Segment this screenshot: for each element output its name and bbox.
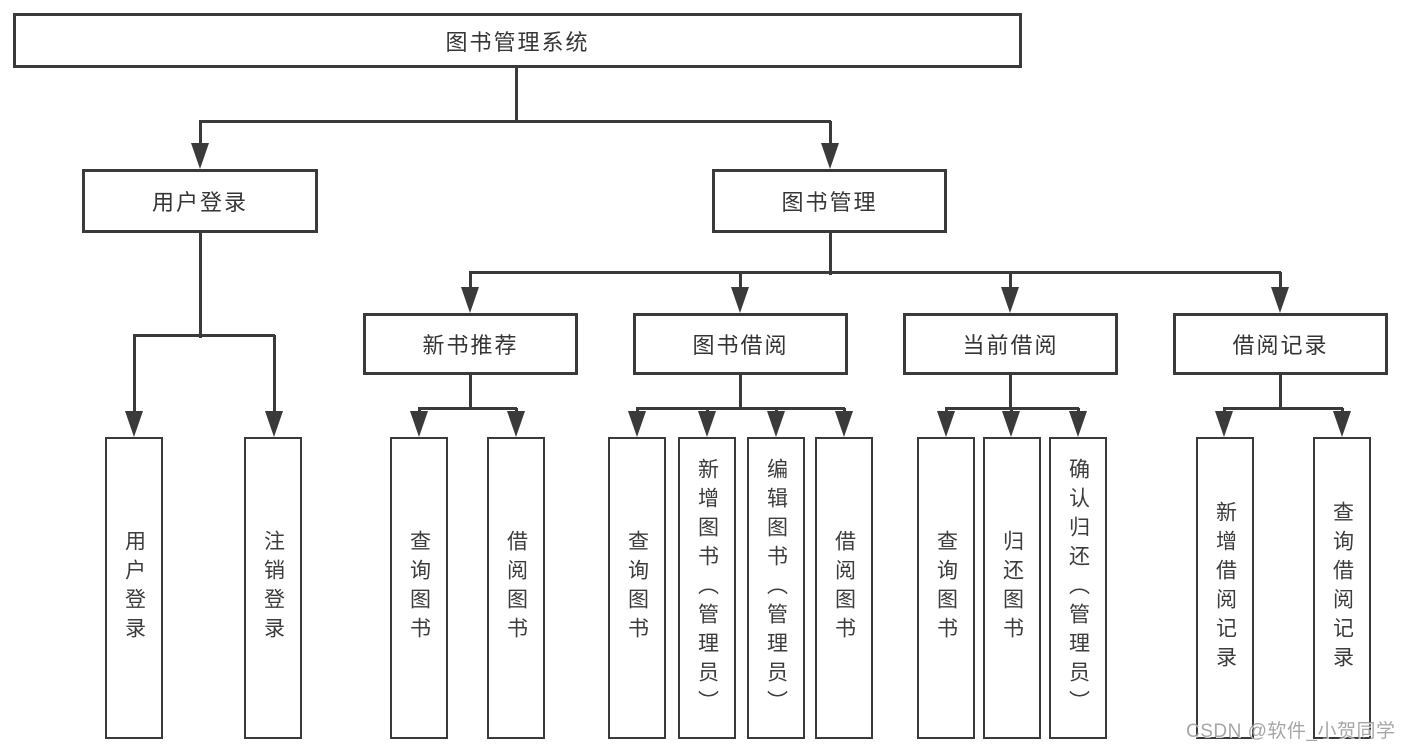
leaf-user-login: 用户登录 bbox=[105, 437, 163, 739]
connector-vline bbox=[514, 408, 518, 413]
node-label: 图书借阅 bbox=[692, 333, 789, 358]
leaf-label: 查询图书 bbox=[407, 530, 431, 646]
connector-vline bbox=[828, 233, 832, 275]
arrow-down-icon bbox=[1333, 411, 1351, 437]
connector-vline bbox=[1009, 408, 1013, 413]
connector-vline bbox=[635, 408, 639, 413]
leaf-borrow-books-borrowing: 借阅图书 bbox=[815, 437, 873, 739]
arrow-down-icon bbox=[461, 287, 479, 313]
csdn-watermark: CSDN @软件_小贺同学 bbox=[1186, 721, 1396, 742]
connector-vline bbox=[1008, 374, 1012, 410]
leaf-logout: 注销登录 bbox=[244, 437, 302, 739]
connector-hline bbox=[945, 406, 1079, 410]
leaf-add-books-admin: 新增图书（管理员） bbox=[678, 437, 736, 739]
node-label: 图书管理系统 bbox=[445, 29, 590, 55]
leaf-edit-books-admin: 编辑图书（管理员） bbox=[747, 437, 805, 739]
arrow-down-icon bbox=[265, 411, 283, 437]
leaf-label: 查询图书 bbox=[934, 530, 958, 646]
connector-hline bbox=[636, 406, 845, 410]
leaf-query-books-borrowing: 查询图书 bbox=[608, 437, 666, 739]
arrow-down-icon bbox=[507, 411, 525, 437]
connector-hline bbox=[469, 270, 1281, 274]
leaf-query-books-current: 查询图书 bbox=[917, 437, 975, 739]
arrow-down-icon bbox=[731, 287, 749, 313]
leaf-label: 注销登录 bbox=[261, 530, 285, 646]
node-borrowing-records: 借阅记录 bbox=[1173, 313, 1388, 375]
connector-vline bbox=[828, 121, 832, 145]
connector-hline bbox=[1223, 406, 1343, 410]
connector-hline bbox=[199, 119, 831, 123]
leaf-label: 新增借阅记录 bbox=[1213, 501, 1237, 675]
arrow-down-icon bbox=[125, 411, 143, 437]
connector-hline bbox=[133, 333, 275, 337]
connector-vline bbox=[1222, 408, 1226, 413]
connector-vline bbox=[738, 374, 742, 410]
connector-vline bbox=[468, 272, 472, 289]
connector-hline bbox=[418, 406, 517, 410]
node-user-login: 用户登录 bbox=[82, 169, 318, 233]
connector-vline bbox=[272, 335, 276, 413]
arrow-down-icon bbox=[835, 411, 853, 437]
arrow-down-icon bbox=[191, 143, 209, 169]
leaf-label: 查询借阅记录 bbox=[1330, 501, 1354, 675]
arrow-down-icon bbox=[821, 143, 839, 169]
connector-vline bbox=[198, 121, 202, 145]
arrow-down-icon bbox=[1069, 411, 1087, 437]
node-book-management: 图书管理 bbox=[712, 169, 947, 233]
leaf-label: 归还图书 bbox=[1000, 530, 1024, 646]
connector-vline bbox=[198, 233, 202, 338]
connector-vline bbox=[705, 408, 709, 413]
node-label: 用户登录 bbox=[151, 190, 248, 215]
leaf-borrow-books-recommend: 借阅图书 bbox=[487, 437, 545, 739]
connector-vline bbox=[417, 408, 421, 413]
node-library-management-system: 图书管理系统 bbox=[13, 13, 1022, 68]
arrow-down-icon bbox=[1215, 411, 1233, 437]
arrow-down-icon bbox=[410, 411, 428, 437]
arrow-down-icon bbox=[937, 411, 955, 437]
leaf-label: 借阅图书 bbox=[832, 530, 856, 646]
node-label: 当前借阅 bbox=[962, 333, 1059, 358]
node-label: 新书推荐 bbox=[422, 333, 519, 358]
leaf-confirm-return-admin: 确认归还（管理员） bbox=[1049, 437, 1107, 739]
arrow-down-icon bbox=[1002, 411, 1020, 437]
leaf-label: 用户登录 bbox=[122, 530, 146, 646]
leaf-label: 查询图书 bbox=[625, 530, 649, 646]
connector-vline bbox=[1340, 408, 1344, 413]
connector-vline bbox=[1278, 374, 1282, 410]
node-new-book-recommendation: 新书推荐 bbox=[363, 313, 578, 375]
leaf-add-borrow-record: 新增借阅记录 bbox=[1196, 437, 1254, 739]
node-current-borrowing: 当前借阅 bbox=[903, 313, 1118, 375]
node-book-borrowing: 图书借阅 bbox=[633, 313, 848, 375]
arrow-down-icon bbox=[628, 411, 646, 437]
arrow-down-icon bbox=[767, 411, 785, 437]
connector-vline bbox=[738, 272, 742, 289]
leaf-label: 确认归还（管理员） bbox=[1066, 457, 1090, 719]
connector-vline bbox=[774, 408, 778, 413]
connector-vline bbox=[468, 374, 472, 410]
connector-vline bbox=[1008, 272, 1012, 289]
connector-vline bbox=[1278, 272, 1282, 289]
connector-vline bbox=[132, 335, 136, 413]
connector-vline bbox=[944, 408, 948, 413]
node-label: 图书管理 bbox=[781, 190, 878, 215]
leaf-return-books: 归还图书 bbox=[983, 437, 1041, 739]
leaf-query-books-recommend: 查询图书 bbox=[390, 437, 448, 739]
leaf-label: 编辑图书（管理员） bbox=[764, 457, 788, 719]
node-label: 借阅记录 bbox=[1232, 333, 1329, 358]
connector-vline bbox=[842, 408, 846, 413]
leaf-label: 新增图书（管理员） bbox=[695, 457, 719, 719]
arrow-down-icon bbox=[1271, 287, 1289, 313]
connector-vline bbox=[514, 68, 518, 123]
leaf-label: 借阅图书 bbox=[504, 530, 528, 646]
connector-vline bbox=[1076, 408, 1080, 413]
arrow-down-icon bbox=[698, 411, 716, 437]
arrow-down-icon bbox=[1001, 287, 1019, 313]
leaf-query-borrow-record: 查询借阅记录 bbox=[1313, 437, 1371, 739]
